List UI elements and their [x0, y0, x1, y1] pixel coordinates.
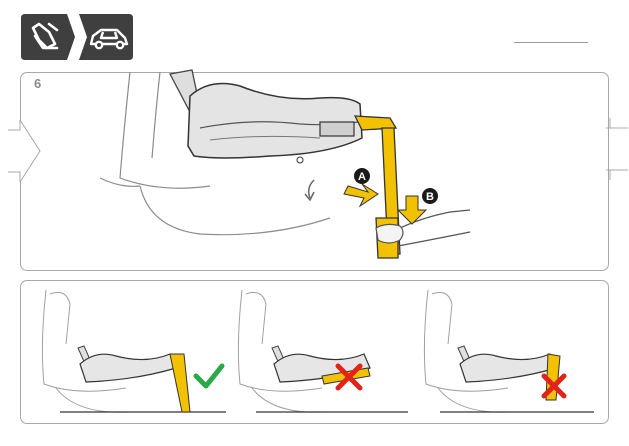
callout-badge-b: B	[422, 188, 438, 204]
callout-b-label: B	[426, 191, 434, 203]
result-scene-incorrect-folded	[232, 284, 418, 420]
car-seat-base-icon	[21, 14, 75, 60]
header-icons	[21, 14, 133, 60]
result-scene-incorrect-short	[418, 284, 604, 420]
header-rule	[514, 42, 588, 43]
next-arrow-tab	[606, 118, 628, 180]
callout-a-label: A	[358, 171, 366, 183]
previous-arrow-tab	[8, 120, 42, 182]
push-arrow-a	[344, 184, 378, 206]
step-number: 6	[34, 76, 41, 91]
result-scene-correct	[36, 284, 226, 420]
release-arrow	[305, 180, 314, 200]
check-icon	[196, 366, 222, 386]
callout-badge-a: A	[354, 168, 370, 184]
install-illustration: A B	[100, 68, 480, 268]
car-icon	[79, 14, 133, 60]
isofix-base	[170, 70, 396, 163]
